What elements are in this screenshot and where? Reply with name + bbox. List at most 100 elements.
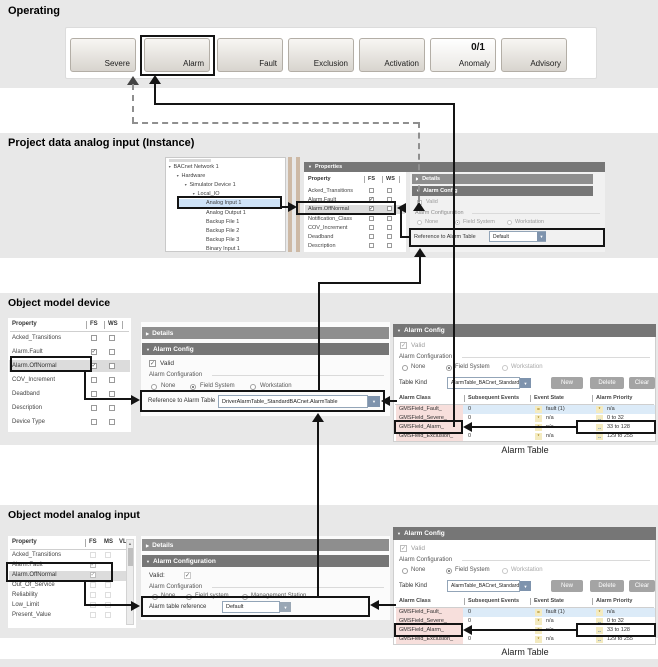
valid-checkbox[interactable] [149, 360, 156, 367]
property-row[interactable]: Present_Value [12, 612, 51, 618]
property-row[interactable]: Alarm.Fault [12, 562, 43, 568]
valid-checkbox[interactable] [184, 572, 191, 579]
property-row[interactable]: Description [308, 243, 336, 249]
workstation-radio[interactable] [507, 220, 512, 225]
chevron-down-icon[interactable] [520, 581, 531, 591]
none-radio[interactable] [402, 365, 408, 371]
scrollbar-thumb[interactable] [128, 548, 133, 566]
tree-item-simulator-device[interactable]: Simulator Device 1 [184, 182, 235, 188]
fs-checkbox[interactable] [90, 552, 96, 558]
ws-checkbox[interactable] [387, 234, 392, 239]
ws-checkbox[interactable] [109, 335, 115, 341]
delete-button[interactable]: Delete [590, 377, 624, 389]
vertical-scrollbar[interactable] [126, 539, 134, 625]
fs-checkbox[interactable] [91, 335, 97, 341]
anomaly-button[interactable]: 0/1 Anomaly [430, 38, 496, 72]
fs-checkbox[interactable] [91, 391, 97, 397]
details-panel-header[interactable]: Details [142, 327, 389, 339]
fs-checkbox[interactable] [369, 206, 374, 211]
ms-checkbox[interactable] [105, 582, 111, 588]
valid-checkbox[interactable] [400, 342, 407, 349]
workstation-radio[interactable] [502, 365, 508, 371]
ws-checkbox[interactable] [109, 391, 115, 397]
field-system-radio[interactable] [190, 384, 196, 390]
chevron-down-icon[interactable] [280, 602, 291, 612]
table-kind-dropdown[interactable]: AlarmTable_BACnet_Standard [447, 377, 520, 389]
ms-checkbox[interactable] [105, 552, 111, 558]
alarm-config-panel-header[interactable]: Alarm Config [393, 324, 656, 337]
property-row[interactable]: Alarm.Fault [12, 349, 43, 355]
ws-checkbox[interactable] [109, 349, 115, 355]
new-button[interactable]: New [551, 580, 583, 592]
property-row[interactable]: Alarm.Fault [308, 197, 337, 203]
ws-checkbox[interactable] [109, 405, 115, 411]
table-kind-dropdown[interactable]: AlarmTable_BACnet_Standard [447, 580, 520, 592]
fs-checkbox[interactable] [91, 349, 97, 355]
alarm-button[interactable]: Alarm [144, 38, 210, 72]
fs-checkbox[interactable] [90, 582, 96, 588]
chevron-down-icon[interactable] [520, 378, 531, 388]
ws-checkbox[interactable] [387, 188, 392, 193]
advisory-button[interactable]: Advisory [501, 38, 567, 72]
activation-button[interactable]: Activation [359, 38, 425, 72]
property-row[interactable]: Alarm.OffNormal [12, 572, 57, 578]
clear-button[interactable]: Clear [629, 580, 655, 592]
ms-checkbox[interactable] [105, 612, 111, 618]
tree-item-backup-file-2[interactable]: Backup File 2 [206, 228, 240, 234]
valid-checkbox[interactable] [400, 545, 407, 552]
property-row[interactable]: Acked_Transitions [308, 188, 354, 194]
table-row[interactable]: GMSField_Exclusion_ [399, 636, 454, 642]
table-row[interactable]: GMSField_Exclusion_ [399, 433, 454, 439]
workstation-radio[interactable] [250, 384, 256, 390]
table-row[interactable]: GMSField_Fault_ [399, 406, 442, 412]
none-radio[interactable] [151, 384, 157, 390]
table-row[interactable]: GMSField_Fault_ [399, 609, 442, 615]
property-row[interactable]: Description [12, 405, 43, 411]
fs-checkbox[interactable] [90, 572, 96, 578]
none-radio[interactable] [402, 568, 408, 574]
tree-item-analog-output[interactable]: Analog Output 1 [206, 210, 246, 216]
delete-button[interactable]: Delete [590, 580, 624, 592]
table-row[interactable]: GMSField_Severe_ [399, 415, 447, 421]
fs-checkbox[interactable] [369, 216, 374, 221]
fs-checkbox[interactable] [369, 234, 374, 239]
fs-checkbox[interactable] [91, 377, 97, 383]
property-row[interactable]: COV_Increment [12, 377, 56, 383]
ws-checkbox[interactable] [109, 419, 115, 425]
fault-button[interactable]: Fault [217, 38, 283, 72]
fs-checkbox[interactable] [90, 592, 96, 598]
alarm-configuration-panel-header[interactable]: Alarm Configuration [142, 555, 389, 567]
property-row[interactable]: Alarm.OffNormal [12, 363, 57, 369]
table-row[interactable]: GMSField_Alarm_ [399, 627, 444, 633]
alarm-config-panel-header[interactable]: Alarm Config [142, 343, 389, 355]
fs-checkbox[interactable] [91, 419, 97, 425]
splitter-strip[interactable] [296, 157, 300, 252]
field-system-radio[interactable] [446, 365, 452, 371]
new-button[interactable]: New [551, 377, 583, 389]
property-row[interactable]: Low_Limit [12, 602, 40, 608]
property-row[interactable]: Device Type [12, 419, 45, 425]
fs-checkbox[interactable] [91, 405, 97, 411]
property-row[interactable]: Acked_Transitions [12, 552, 62, 558]
fs-checkbox[interactable] [369, 188, 374, 193]
property-row[interactable]: Out_Of_Service [12, 582, 55, 588]
fs-checkbox[interactable] [369, 243, 374, 248]
ms-checkbox[interactable] [105, 592, 111, 598]
table-row[interactable]: GMSField_Alarm_ [399, 424, 444, 430]
table-row[interactable]: GMSField_Severe_ [399, 618, 447, 624]
ws-checkbox[interactable] [109, 363, 115, 369]
tree-item-local-io[interactable]: Local_IO [192, 191, 219, 197]
details-panel-header[interactable]: Details [142, 539, 389, 551]
property-row[interactable]: Reliability [12, 592, 38, 598]
details-panel-header[interactable]: Details [412, 174, 593, 184]
property-row[interactable]: Deadband [12, 391, 40, 397]
tree-item-bacnet-network[interactable]: BACnet Network 1 [168, 164, 218, 170]
alarm-config-panel-header[interactable]: Alarm Config [393, 527, 656, 540]
ws-checkbox[interactable] [387, 216, 392, 221]
fs-checkbox[interactable] [369, 225, 374, 230]
ws-checkbox[interactable] [387, 206, 392, 211]
property-row[interactable]: Notification_Class [308, 216, 353, 222]
none-radio[interactable] [417, 220, 422, 225]
alarm-config-panel-header[interactable]: Alarm Config [412, 186, 593, 196]
property-row[interactable]: Alarm.OffNormal [308, 206, 349, 212]
